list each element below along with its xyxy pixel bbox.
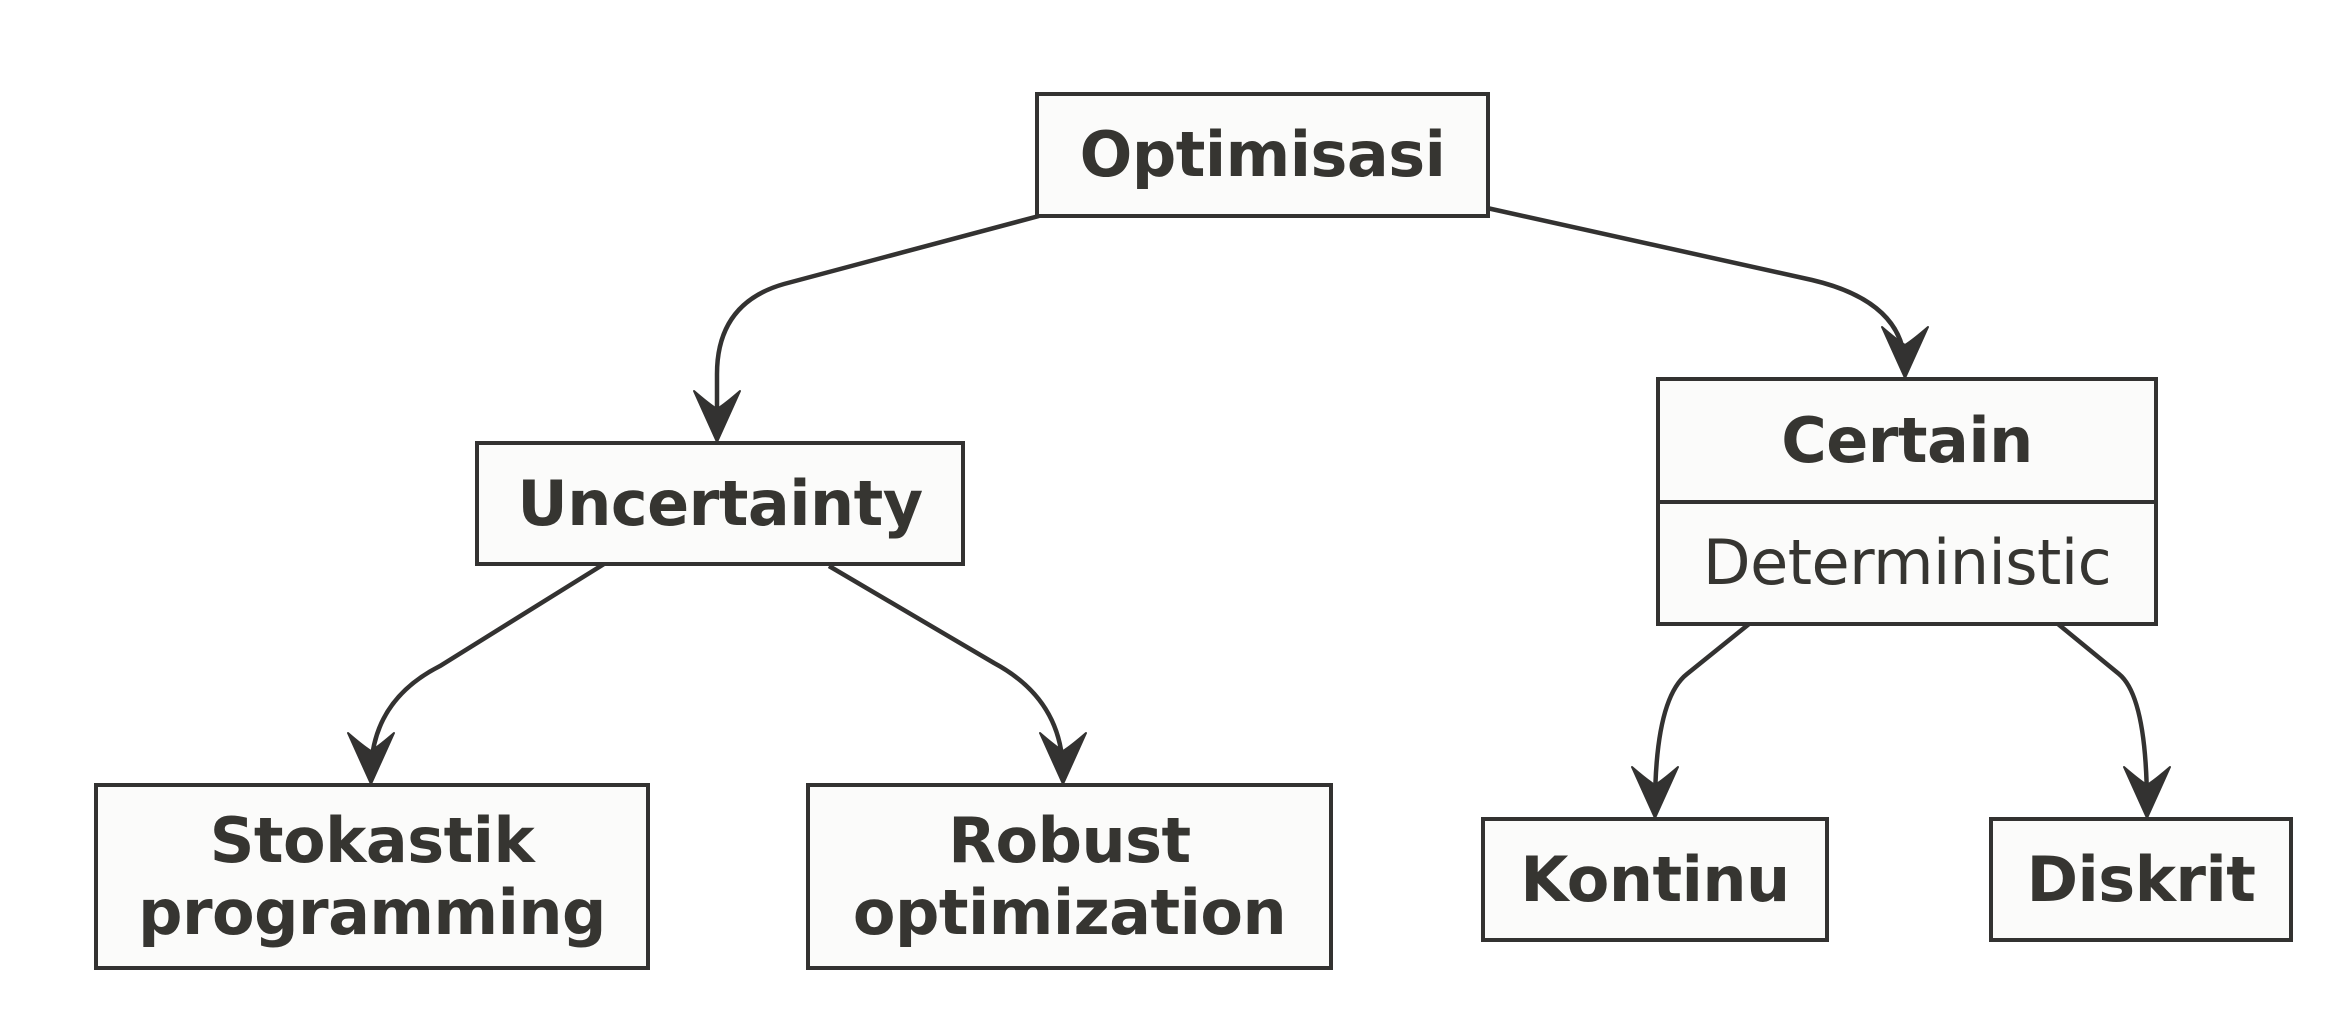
arrowhead-robust-icon [1039, 732, 1087, 785]
arrowhead-kontinu-icon [1631, 766, 1679, 819]
node-stokastik-line1: Stokastik [209, 804, 535, 878]
edge-uncertainty-stokastik [368, 562, 606, 775]
node-uncertainty: Uncertainty [475, 441, 965, 566]
arrowhead-diskrit-icon [2123, 766, 2171, 819]
node-kontinu: Kontinu [1481, 817, 1829, 942]
node-diskrit-label: Diskrit [2026, 842, 2256, 916]
node-robust-line1: Robust [948, 804, 1191, 878]
node-uncertainty-label: Uncertainty [517, 466, 923, 540]
node-certain-label: Certain [1781, 403, 2033, 477]
edge-certain-diskrit [2056, 622, 2150, 809]
arrowhead-uncertainty-icon [693, 390, 741, 443]
node-diskrit: Diskrit [1989, 817, 2293, 942]
node-optimisasi: Optimisasi [1035, 92, 1490, 218]
node-stokastik-label: Stokastik programming [138, 805, 606, 948]
edge-optimisasi-certain [1486, 205, 1908, 369]
node-kontinu-label: Kontinu [1520, 842, 1790, 916]
node-optimisasi-label: Optimisasi [1079, 118, 1446, 192]
edge-certain-kontinu [1652, 622, 1751, 809]
node-certain: Certain Deterministic [1656, 377, 2158, 626]
node-certain-sublabel: Deterministic [1702, 526, 2112, 600]
arrowhead-stokastik-icon [347, 732, 395, 785]
edge-uncertainty-robust [827, 564, 1066, 775]
node-certain-title-compartment: Certain [1660, 381, 2154, 500]
node-robust-optimization: Robust optimization [806, 783, 1333, 970]
edge-optimisasi-uncertainty [714, 213, 1040, 432]
node-certain-sub-compartment: Deterministic [1660, 499, 2154, 623]
node-stokastik-line2: programming [138, 875, 606, 949]
node-robust-line2: optimization [852, 875, 1287, 949]
node-stokastik-programming: Stokastik programming [94, 783, 650, 970]
arrowhead-certain-icon [1881, 326, 1929, 379]
node-robust-label: Robust optimization [852, 804, 1287, 949]
